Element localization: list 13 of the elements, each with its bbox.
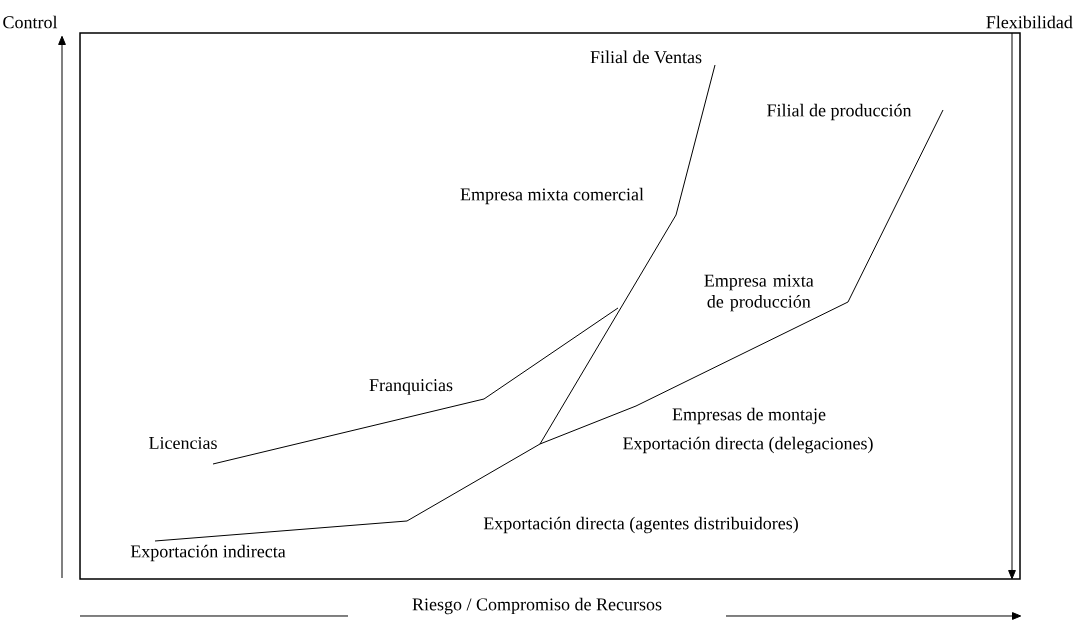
curve-label: Filial de producción (767, 103, 912, 121)
curve-label: Empresa mixta de producción (704, 274, 814, 312)
axis-label: Riesgo / Compromiso de Recursos (412, 597, 662, 615)
curve-label: Filial de Ventas (590, 50, 702, 64)
curve-label: Franquicias (369, 379, 453, 395)
curve-label: Empresas de montaje (672, 407, 826, 425)
curve-label: Empresa mixta comercial (460, 187, 644, 205)
curve-label: Exportación directa (agentes distribuidores) (483, 516, 798, 534)
axis-label: Control (3, 15, 58, 29)
curve-label: Exportación indirecta (130, 544, 286, 562)
curve-label: Exportación directa (delegaciones) (623, 436, 873, 454)
axis-label: Flexibilidad (986, 15, 1073, 29)
curve-label: Licencias (149, 436, 217, 450)
